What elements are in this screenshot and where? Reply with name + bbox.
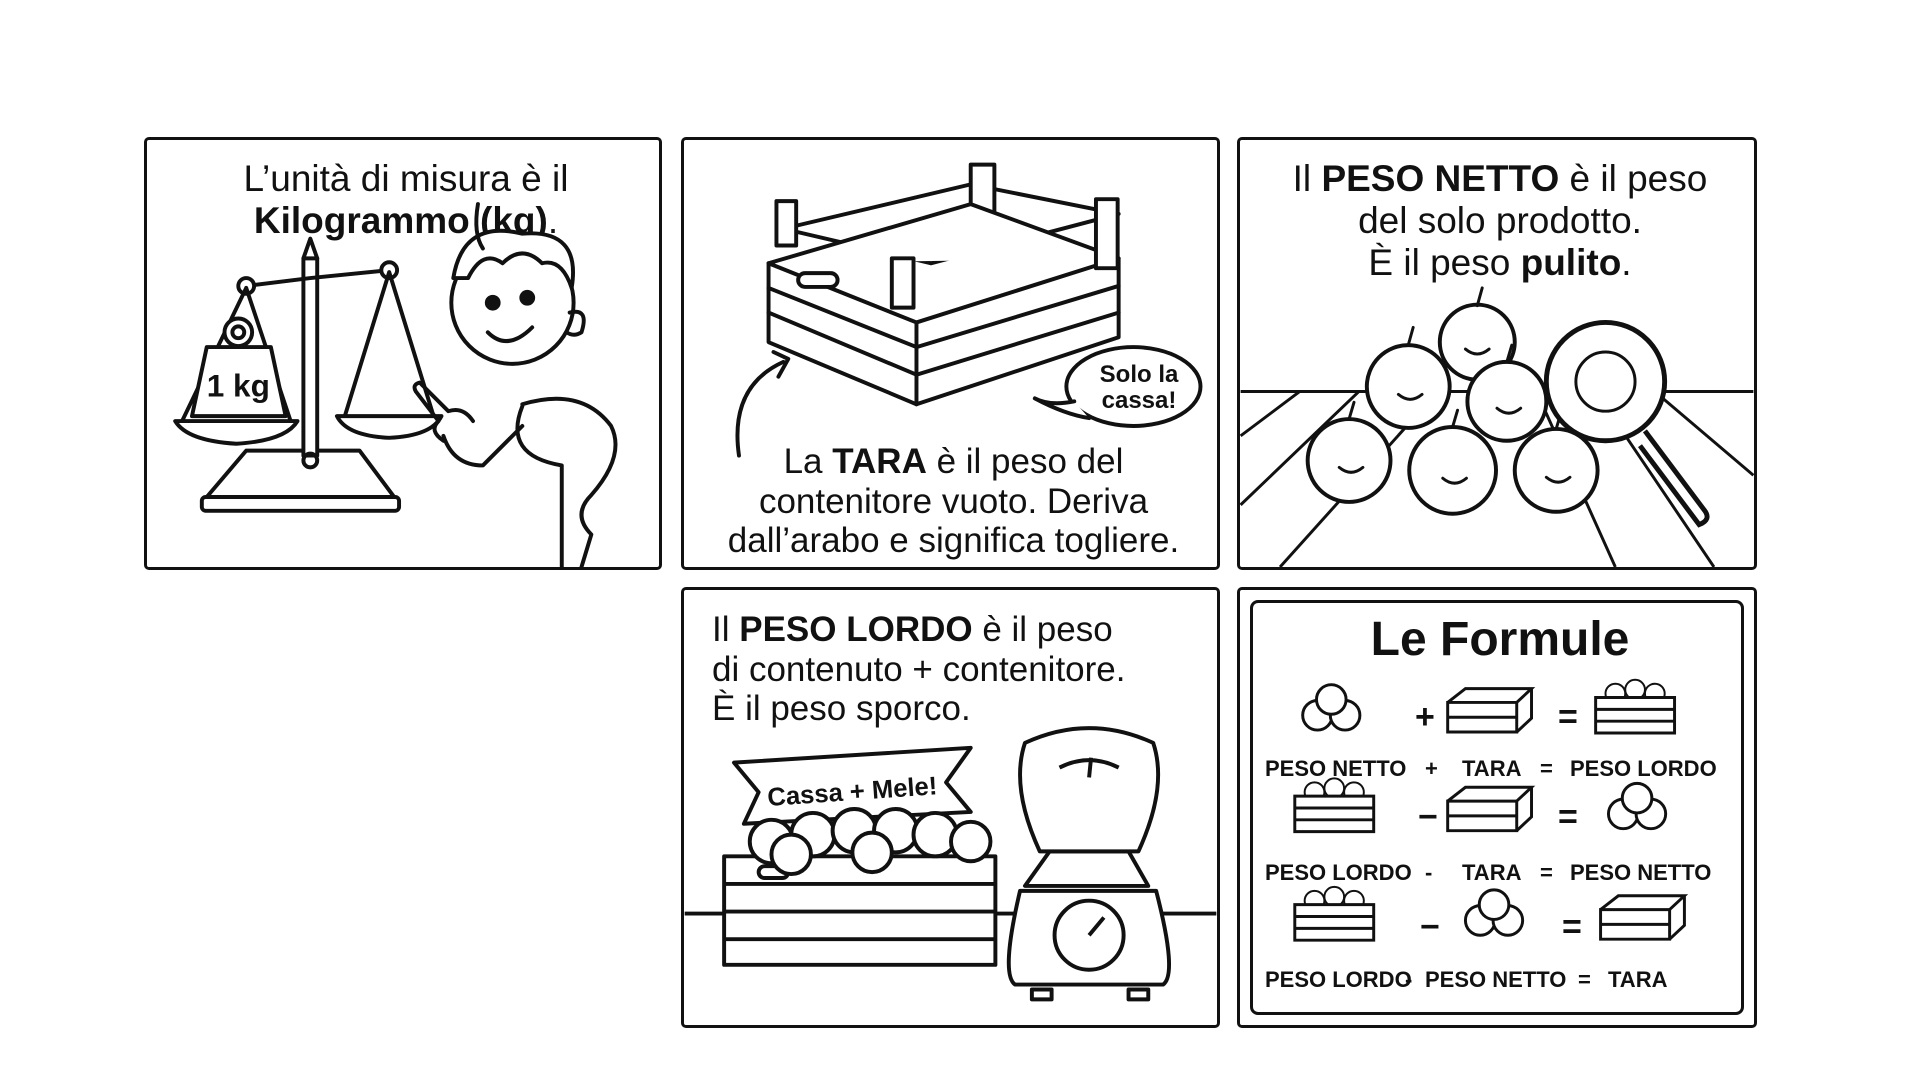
lordo-keyword: PESO LORDO [739,610,973,649]
panel-tara: Solo la cassa! La TARA è il peso del con… [681,137,1220,570]
tara-l1-tail: è il peso del [926,442,1124,481]
panel-lordo: Il PESO LORDO è il peso di contenuto + c… [681,587,1220,1028]
icon-eq-1: = [1558,698,1578,736]
icon-op-3: − [1420,908,1440,946]
formula-1-op: + [1425,756,1438,781]
scale-and-boy-illustration: 1 kg [173,202,618,567]
formula-1-c: PESO LORDO [1570,756,1717,781]
formula-3-op: - [1405,967,1413,992]
icon-op-1: + [1415,698,1435,736]
icon-op-2: − [1418,798,1438,836]
weight-label: 1 kg [207,367,270,403]
lordo-l1-tail: è il peso [972,610,1113,649]
icon-eq-2: = [1558,798,1578,836]
full-crate-scale-illustration: Cassa + Mele! [684,726,1217,1002]
formula-3-eq: = [1578,967,1591,992]
netto-l1-tail: è il peso [1559,158,1708,199]
formula-2-eq: = [1540,860,1553,885]
unit-period: . [547,199,559,241]
panel-unit: L’unità di misura è il Kilogrammo (kg). [144,137,662,570]
tara-l3: dall’arabo e significa togliere. [727,521,1180,561]
lordo-l3: È il peso sporco. [712,689,971,729]
netto-keyword: PESO NETTO [1321,158,1560,199]
panel-netto: Il PESO NETTO è il peso del solo prodott… [1237,137,1757,570]
formula-row-2: PESO LORDO - TARA = PESO NETTO [1240,860,1754,890]
formula-3-b: PESO NETTO [1425,967,1567,992]
formule-icons [1293,678,1686,942]
netto-pulito: pulito [1520,241,1622,283]
netto-l3-tail: . [1621,241,1632,283]
speech-bubble-tara: Solo la cassa! [1069,361,1209,415]
panel-lordo-caption: Il PESO LORDO è il peso di contenuto + c… [712,610,1212,729]
lordo-l1-pre: Il [712,610,740,649]
netto-l2: del solo prodotto. [1358,199,1642,241]
panel-netto-caption: Il PESO NETTO è il peso del solo prodott… [1240,158,1754,283]
unit-line1: L’unità di misura è il [243,158,569,199]
formula-1-eq: = [1540,756,1553,781]
bubble-line1: Solo la [1099,361,1179,388]
panel-formule: Le Formule [1237,587,1757,1028]
formula-1-b: TARA [1462,756,1522,781]
apples-magnifier-illustration [1240,286,1754,567]
panel-unit-caption: L’unità di misura è il Kilogrammo (kg). [147,158,659,242]
tara-l2: contenitore vuoto. Deriva [758,481,1149,521]
formula-3-a: PESO LORDO [1265,967,1412,992]
netto-l3-pre: È il peso [1368,241,1521,283]
formule-title: Le Formule [1370,613,1630,666]
formula-1-a: PESO NETTO [1265,756,1407,781]
panel-tara-caption: La TARA è il peso del contenitore vuoto.… [684,442,1217,561]
formula-2-a: PESO LORDO [1265,860,1412,885]
formula-2-op: - [1425,860,1433,885]
formula-2-b: TARA [1462,860,1522,885]
tara-keyword: TARA [832,442,927,481]
formula-3-c: TARA [1608,967,1668,992]
tara-l1-pre: La [783,442,833,481]
empty-crate-illustration [735,162,1203,458]
formula-2-c: PESO NETTO [1570,860,1712,885]
formula-row-3: PESO LORDO - PESO NETTO = TARA [1240,967,1754,997]
icon-eq-3: = [1562,908,1582,946]
formula-row-1: PESO NETTO + TARA = PESO LORDO [1240,756,1754,786]
bubble-line2: cassa! [1101,387,1177,415]
formule-inner-frame [1250,600,1744,1015]
lordo-l2: di contenuto + contenitore. [712,649,1126,689]
netto-l1-pre: Il [1292,158,1322,199]
